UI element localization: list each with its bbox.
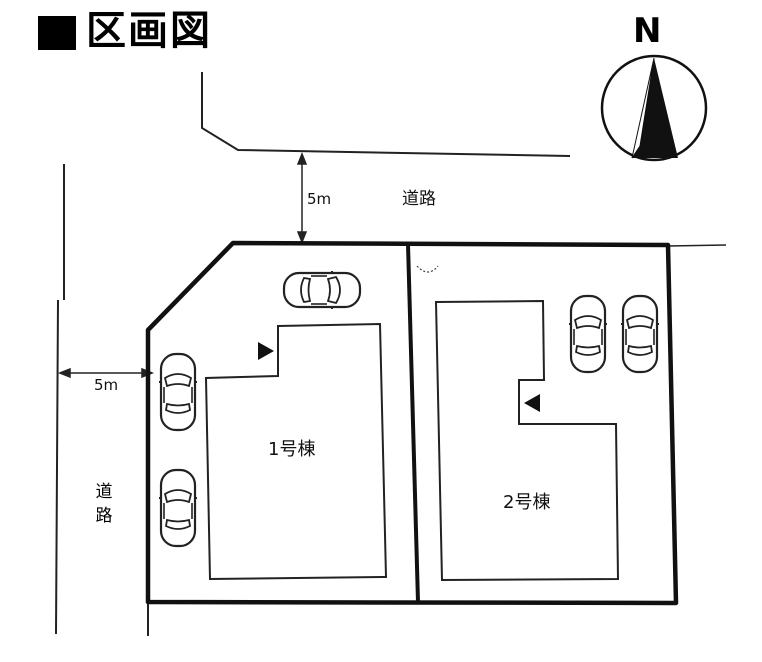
road-west-width-label: 5m [94,376,119,394]
parking-car-1 [282,269,362,311]
parking-car-5 [619,294,661,374]
site-boundary [145,240,679,606]
road-west-label-char: 道 [95,482,113,502]
parking-car-4 [567,294,609,374]
street-lines [55,72,727,636]
road-north-width-label: 5m [307,190,332,208]
road-north-dimension [296,151,308,245]
compass-label: N [633,11,662,51]
lot-2-label: 2号棟 [503,492,551,513]
lot-1-label: 1号棟 [268,439,316,460]
road-west-label: 道 路 [94,480,114,528]
building-1-outline [204,322,388,581]
parking-car-2 [157,352,199,432]
lot-divider [406,243,420,603]
entrance-marker-2 [524,394,540,412]
page-title: 区画図 [86,8,212,54]
title-marker [38,16,76,50]
parking-car-3 [157,468,199,548]
building-2-outline [434,299,620,582]
meter-mark [416,265,439,273]
road-north-label: 道路 [402,189,436,209]
north-compass-icon [600,54,708,162]
road-west-label-char: 路 [95,506,113,526]
entrance-marker-1 [258,342,274,360]
